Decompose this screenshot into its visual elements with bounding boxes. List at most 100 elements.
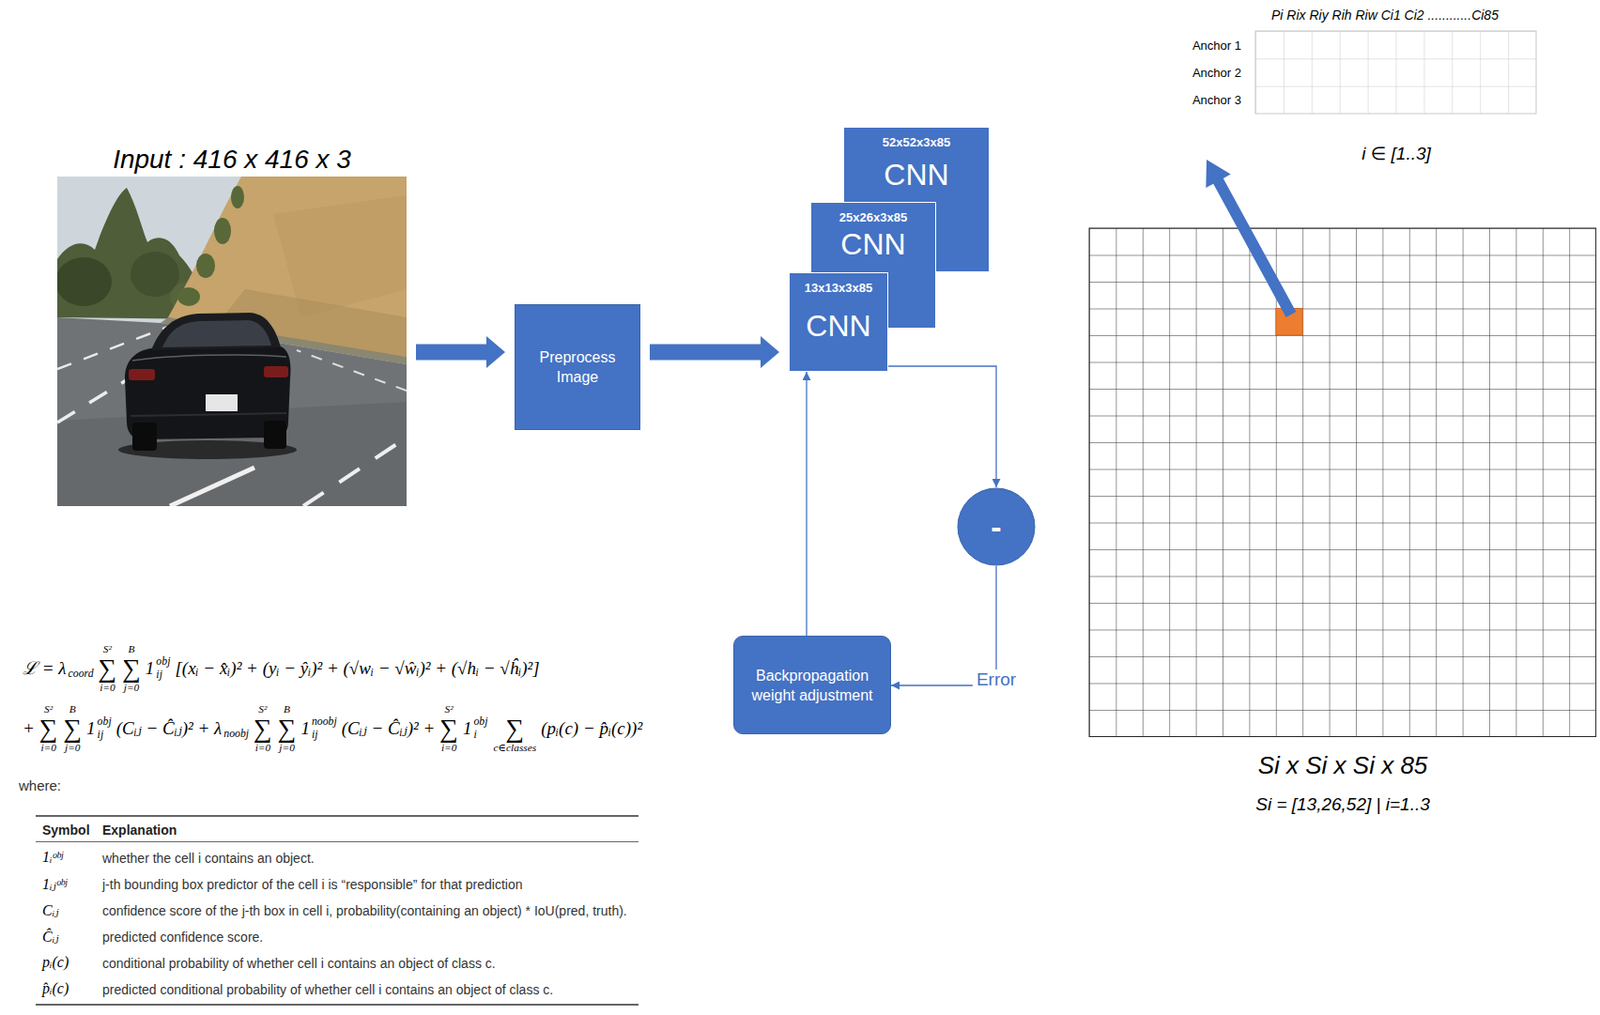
sum-symbol: B∑j=0 bbox=[62, 703, 82, 754]
formula-term: S² bbox=[103, 643, 112, 656]
table-cell: 1ᵢⱼᵒᵇʲ bbox=[42, 875, 67, 893]
formula-term: ∑ bbox=[39, 715, 59, 742]
column-header: Pi Rix Riy Rih Riw Ci1 Ci2 ............C… bbox=[1271, 7, 1499, 23]
label-slot: 1ᵢᵒᵇʲ bbox=[42, 848, 63, 866]
sum-symbol: B∑j=0 bbox=[277, 703, 297, 754]
subtract-circle: - bbox=[956, 487, 1036, 567]
label-slot: Anchor 2 bbox=[1192, 65, 1242, 80]
label-slot: i ∈ [1..3] bbox=[1361, 142, 1431, 165]
table-header: Symbol bbox=[42, 822, 91, 838]
table-cell: predicted confidence score. bbox=[102, 929, 263, 945]
edge-label-slot: Error bbox=[972, 669, 1020, 691]
formula-term: 1 bbox=[300, 718, 310, 740]
table-cell: predicted conditional probability of whe… bbox=[102, 982, 554, 998]
wheel bbox=[263, 420, 287, 449]
loss-formula: ℒ = λcoordS²∑i=0B∑j=01objij[(xᵢ − x̂ᵢ)² … bbox=[20, 644, 542, 693]
formula-term: ∑ bbox=[122, 655, 141, 682]
formula-term: ∑ bbox=[62, 715, 82, 742]
formula-term: ∑ bbox=[439, 715, 459, 742]
lane-line bbox=[296, 350, 407, 391]
label-slot: Pi Rix Riy Rih Riw Ci1 Ci2 ............C… bbox=[1271, 7, 1499, 23]
output-grid: Si x Si x Si x 85Si = [13,26,52] | i=1..… bbox=[1089, 228, 1597, 738]
table-caption: where: bbox=[18, 777, 62, 794]
formula-term: S² bbox=[258, 703, 267, 716]
index-note: i ∈ [1..3] bbox=[1361, 142, 1431, 165]
car-window bbox=[162, 320, 272, 348]
license-plate bbox=[205, 394, 238, 412]
row-label: Anchor 2 bbox=[1192, 65, 1242, 80]
label-slot: Anchor 3 bbox=[1192, 92, 1242, 108]
node-label: Backpropagation weight adjustment bbox=[744, 665, 880, 706]
formula-term: obj bbox=[97, 715, 112, 729]
tail-light bbox=[128, 369, 155, 381]
bush bbox=[230, 185, 245, 209]
anchor-table bbox=[1255, 30, 1537, 114]
label-slot: predicted confidence score. bbox=[102, 929, 263, 945]
block-arrow bbox=[649, 336, 780, 369]
sum-symbol: ∑c∈classes bbox=[493, 703, 538, 754]
formula-term: S² bbox=[445, 703, 454, 716]
formula-term: 1 bbox=[462, 718, 473, 740]
table-cell: conditional probability of whether cell … bbox=[102, 955, 496, 971]
tree bbox=[57, 257, 112, 307]
label-slot: confidence score of the j-th box in cell… bbox=[102, 903, 628, 919]
label-slot: predicted conditional probability of whe… bbox=[102, 982, 554, 998]
table-rule bbox=[35, 841, 639, 843]
label-slot: j-th bounding box predictor of the cell … bbox=[102, 876, 523, 893]
formula-term: obj bbox=[473, 715, 488, 729]
label-slot: Cᵢⱼ bbox=[42, 901, 59, 920]
index-stack: objij bbox=[97, 715, 112, 741]
table-cell: p̂ᵢ(c) bbox=[42, 980, 69, 998]
formula-term: ∑ bbox=[506, 715, 525, 742]
label-slot: Anchor 1 bbox=[1192, 38, 1242, 53]
node-label: Preprocess Image bbox=[528, 347, 627, 387]
formula-term: 1 bbox=[145, 658, 155, 680]
label-slot: Ĉᵢⱼ bbox=[42, 927, 59, 946]
car-highlight bbox=[132, 354, 287, 361]
formula-term: ∑ bbox=[277, 715, 297, 742]
tail-light bbox=[263, 366, 289, 378]
formula-term: noobj bbox=[311, 715, 338, 729]
formula-term: (Cᵢⱼ − Ĉᵢⱼ)² + λ bbox=[116, 718, 223, 740]
sum-symbol: S²∑i=0 bbox=[439, 703, 459, 754]
text-slot: Input : 416 x 416 x 3 bbox=[57, 144, 407, 175]
formula-term: j=0 bbox=[123, 681, 140, 694]
circle-shape bbox=[957, 488, 1035, 566]
node-heading: Input : 416 x 416 x 3 bbox=[57, 144, 407, 175]
bush bbox=[214, 217, 231, 245]
car-cabin bbox=[151, 312, 281, 351]
process-box: Preprocess Image bbox=[514, 304, 641, 431]
shape-formula: Si x Si x Si x 85 bbox=[1089, 750, 1597, 781]
formula-term: j=0 bbox=[278, 741, 295, 754]
formula-term: i=0 bbox=[255, 741, 272, 754]
wheel bbox=[132, 422, 157, 451]
formula-term: (pᵢ(c) − p̂ᵢ(c))² bbox=[540, 718, 643, 740]
formula-term: B bbox=[128, 643, 136, 656]
input-image: Input : 416 x 416 x 3 bbox=[57, 176, 407, 507]
label-slot: p̂ᵢ(c) bbox=[42, 980, 69, 998]
sum-symbol: B∑j=0 bbox=[122, 643, 141, 694]
formula-term: B bbox=[69, 703, 77, 716]
lane-line bbox=[169, 467, 255, 507]
label-slot: Explanation bbox=[102, 822, 177, 838]
sum-symbol: S²∑i=0 bbox=[98, 643, 118, 694]
formula-term: i=0 bbox=[40, 741, 57, 754]
node-label: CNN bbox=[789, 308, 888, 343]
index-stack: noobjij bbox=[311, 715, 338, 741]
node-label: CNN bbox=[844, 157, 989, 192]
label-slot: whether the cell i contains an object. bbox=[102, 850, 315, 866]
formula-term: ∑ bbox=[253, 715, 273, 742]
table-cell: confidence score of the j-th box in cell… bbox=[102, 903, 628, 919]
bush bbox=[196, 253, 216, 278]
callout-arrow bbox=[1205, 159, 1296, 318]
table-rule bbox=[35, 1003, 639, 1006]
row-label: Anchor 1 bbox=[1192, 38, 1242, 53]
formula-term: [(xᵢ − x̂ᵢ)² + (yᵢ − ŷᵢ)² + (√wᵢ − √ŵᵢ)²… bbox=[174, 658, 539, 680]
label-slot: where: bbox=[18, 777, 62, 794]
formula-term: ℒ = λ bbox=[22, 658, 67, 680]
node-label: CNN bbox=[811, 227, 936, 262]
edge-label: Error bbox=[972, 669, 1020, 690]
cnn-block: 13x13x3x85CNN bbox=[788, 272, 889, 372]
connector bbox=[805, 371, 807, 636]
text-slot: Si x Si x Si x 85Si = [13,26,52] | i=1..… bbox=[1089, 737, 1597, 816]
